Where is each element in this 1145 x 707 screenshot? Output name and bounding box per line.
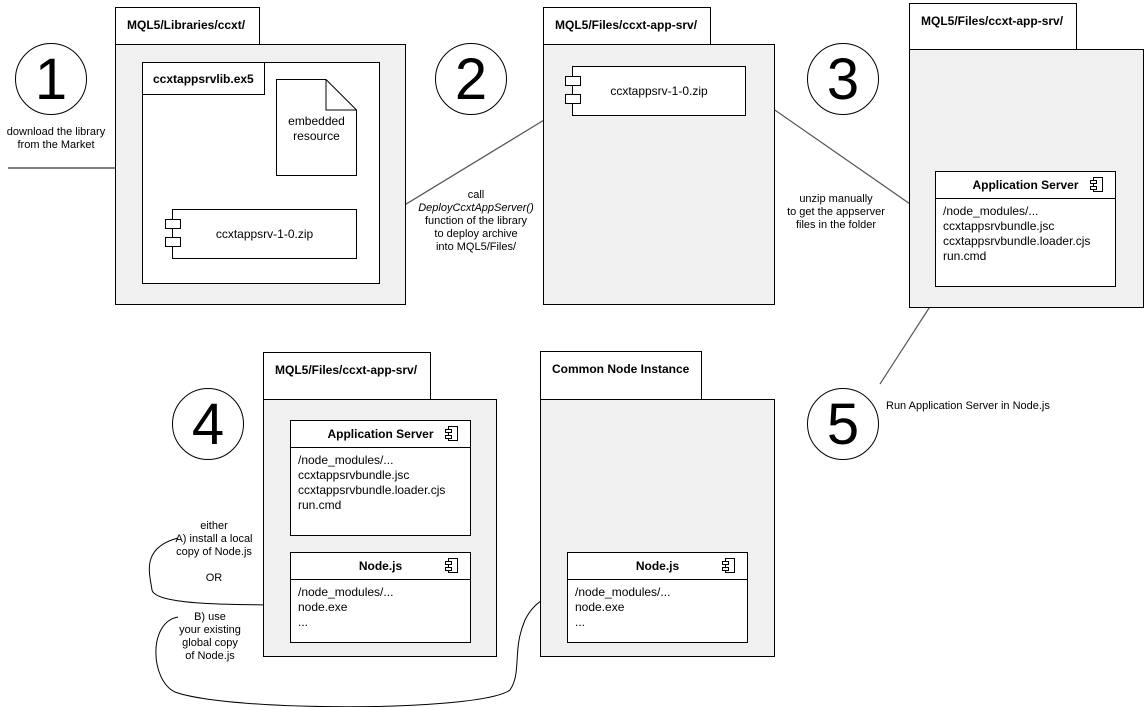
option-a-note: either A) install a local copy of Node.j… bbox=[175, 520, 253, 584]
component-icon bbox=[1090, 177, 1103, 192]
download-note: download the library from the Market bbox=[6, 126, 106, 151]
option-b-note: B) use your existing global copy of Node… bbox=[179, 611, 241, 662]
file-ellipsis: ... bbox=[575, 615, 586, 629]
app-server-component-step3: Application Server /node_modules/... ccx… bbox=[935, 171, 1116, 287]
component-icon bbox=[445, 558, 458, 573]
nodejs-title: Node.js bbox=[568, 553, 747, 580]
library-zip-label: ccxtappsrv-1-0.zip bbox=[215, 227, 314, 241]
app-server-title: Application Server bbox=[936, 172, 1115, 199]
step-2-number: 2 bbox=[435, 43, 507, 115]
unzip-arrow bbox=[745, 89, 937, 223]
step-5-number: 5 bbox=[807, 388, 879, 460]
file-bundle-jsc: ccxtappsrvbundle.jsc bbox=[943, 219, 1055, 233]
files-zip-label: ccxtappsrv-1-0.zip bbox=[610, 84, 708, 98]
app-server-component-step4: Application Server /node_modules/... ccx… bbox=[290, 420, 471, 536]
files-zip-component: ccxtappsrv-1-0.zip bbox=[565, 66, 746, 116]
file-node-modules: /node_modules/... bbox=[943, 204, 1039, 218]
step-4-number: 4 bbox=[172, 388, 244, 460]
file-node-modules: /node_modules/... bbox=[575, 585, 671, 599]
file-node-modules: /node_modules/... bbox=[298, 585, 394, 599]
file-bundle-loader: ccxtappsrvbundle.loader.cjs bbox=[943, 234, 1091, 248]
file-run-cmd: run.cmd bbox=[298, 498, 342, 512]
run-note: Run Application Server in Node.js bbox=[886, 400, 1050, 412]
files-step3-package-tab: MQL5/Files/ccxt-app-srv/ bbox=[909, 3, 1077, 50]
file-node-exe: node.exe bbox=[575, 600, 625, 614]
step-3-number: 3 bbox=[807, 43, 879, 115]
library-zip-component: ccxtappsrv-1-0.zip bbox=[165, 209, 357, 259]
nodejs-component-local: Node.js /node_modules/... node.exe ... bbox=[290, 552, 471, 643]
file-node-modules: /node_modules/... bbox=[298, 453, 394, 467]
option-b-curve bbox=[155, 589, 567, 707]
component-icon bbox=[722, 558, 735, 573]
embedded-resource-label: embedded resource bbox=[288, 114, 345, 143]
node-instance-package-tab: Common Node Instance bbox=[540, 351, 702, 400]
file-bundle-loader: ccxtappsrvbundle.loader.cjs bbox=[298, 483, 446, 497]
call-note: call DeployCcxtAppServer() function of t… bbox=[418, 189, 534, 253]
unzip-note: unzip manually to get the appserver file… bbox=[787, 193, 885, 231]
files-step2-package-tab: MQL5/Files/ccxt-app-srv/ bbox=[543, 7, 711, 45]
libraries-package-tab: MQL5/Libraries/ccxt/ bbox=[115, 7, 260, 45]
file-ellipsis: ... bbox=[298, 615, 309, 629]
step-1-number: 1 bbox=[15, 43, 87, 115]
files-step4-package-tab: MQL5/Files/ccxt-app-srv/ bbox=[263, 352, 431, 400]
app-server-title: Application Server bbox=[291, 421, 470, 448]
file-node-exe: node.exe bbox=[298, 600, 348, 614]
nodejs-component-global: Node.js /node_modules/... node.exe ... bbox=[567, 552, 748, 643]
option-a-curve bbox=[148, 537, 291, 610]
component-icon bbox=[445, 426, 458, 441]
embedded-resource-document bbox=[276, 79, 357, 176]
file-bundle-jsc: ccxtappsrvbundle.jsc bbox=[298, 468, 410, 482]
nodejs-title: Node.js bbox=[291, 553, 470, 580]
library-file-title: ccxtappsrvlib.ex5 bbox=[143, 63, 265, 95]
file-run-cmd: run.cmd bbox=[943, 249, 987, 263]
